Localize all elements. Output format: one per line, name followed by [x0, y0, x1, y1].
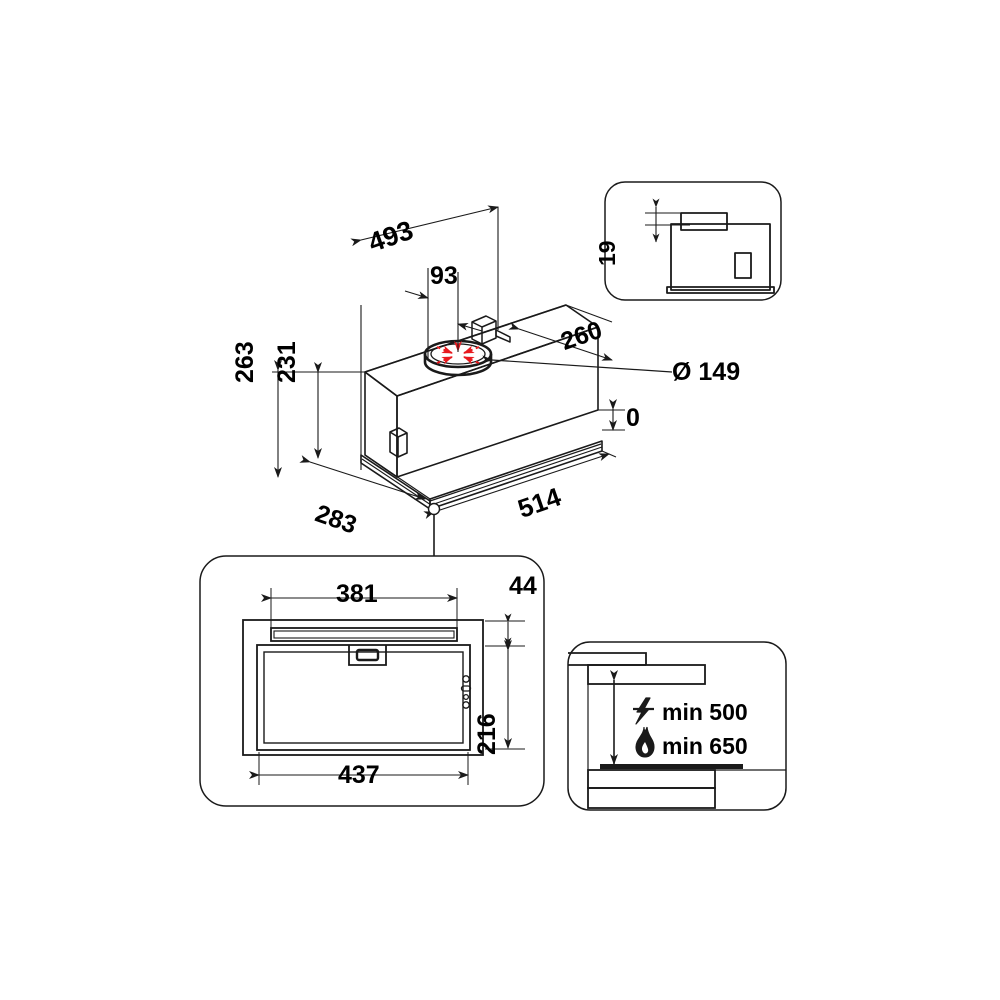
inset-bl-dimensions	[249, 588, 525, 785]
clearance-note-electric: min 500	[662, 699, 748, 726]
flame-icon	[635, 726, 655, 758]
inset-bottom-left	[199, 555, 545, 807]
dimension-label-44: 44	[509, 572, 537, 600]
inset-tr-upper-lip	[680, 212, 728, 231]
inset-tr-base-flange	[666, 286, 775, 294]
inset-top-right-frame	[604, 181, 782, 301]
dimension-label-437: 437	[338, 761, 380, 789]
diameter-callout-label: Ø 149	[672, 358, 741, 386]
dimension-label-263: 263	[231, 341, 259, 383]
inset-br-cabinet-body	[587, 769, 716, 789]
clearance-note-gas: min 650	[662, 733, 748, 760]
junction-box	[389, 427, 408, 458]
inset-bl-handle	[355, 648, 380, 662]
dimension-label-19: 19	[594, 240, 620, 266]
inset-bl-outer-box	[242, 619, 484, 756]
leader-diameter	[481, 355, 673, 373]
inset-bottom-right	[567, 641, 787, 811]
dimension-label-93: 93	[430, 262, 458, 290]
inset-br-cabinet-top	[568, 652, 647, 665]
inset-bl-controls	[460, 675, 472, 709]
dimension-lines-main	[272, 205, 673, 556]
control-button	[462, 701, 470, 709]
dimension-label-216: 216	[473, 713, 501, 755]
inset-br-worktop	[587, 787, 716, 809]
clearance-note-electric-label: min 500	[662, 699, 748, 725]
control-button	[462, 693, 470, 701]
control-button	[462, 675, 470, 683]
clearance-note-gas-label: min 650	[662, 733, 748, 759]
dimension-label-381: 381	[336, 580, 378, 608]
dimension-label-0: 0	[626, 404, 640, 432]
detail-callout-marker	[427, 502, 441, 516]
dimline-514	[423, 453, 610, 519]
inset-tr-dimension	[645, 198, 690, 243]
inset-top-right	[604, 181, 782, 301]
inset-br-frame	[567, 641, 787, 811]
inset-bl-frame	[199, 555, 545, 807]
dimension-label-231: 231	[273, 341, 301, 383]
inset-tr-body	[670, 223, 771, 291]
ext-260-a	[565, 304, 613, 323]
outlet-ring-side	[423, 354, 493, 377]
dimline-93-right	[457, 322, 483, 332]
inset-bl-top-grille	[270, 627, 458, 642]
lightning-bolt-icon	[633, 697, 654, 725]
inset-br-hob-surface	[600, 764, 743, 769]
dimline-493	[350, 205, 499, 247]
dimline-93-left	[404, 290, 429, 299]
inset-bl-handle-recess	[348, 645, 387, 666]
inset-tr-vent	[734, 252, 752, 279]
inset-bl-panel-outer	[256, 644, 471, 751]
inset-br-hood	[587, 664, 706, 685]
dimline-260	[508, 322, 613, 361]
control-slider	[460, 685, 472, 692]
dimline-283	[299, 455, 426, 500]
